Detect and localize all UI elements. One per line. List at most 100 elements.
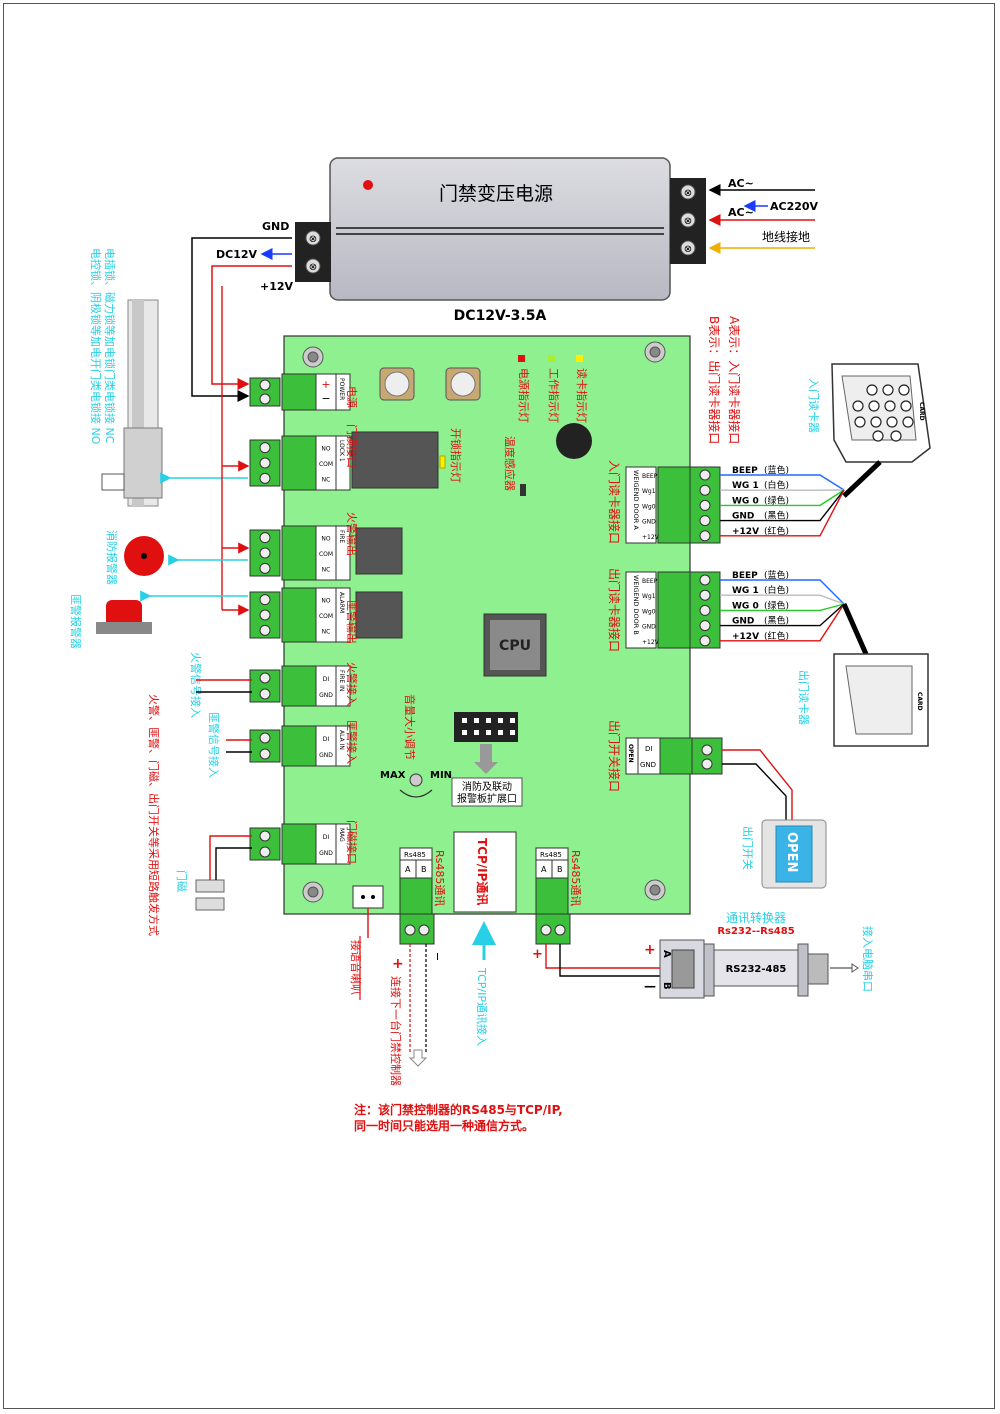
speaker-header [352, 885, 384, 909]
reader-a-pin: +12V [642, 534, 660, 541]
reader-b-pin: GND [642, 624, 656, 631]
converter-a: A [661, 950, 672, 958]
rs485-2-tag: Rs485 [540, 851, 562, 859]
power-supply: 门禁变压电源 DC12V-3.5A ⊗ ⊗ ⊗ ⊗ ⊗ [295, 157, 706, 324]
reader-a-tag: WEIGEND DOOR A [632, 470, 640, 530]
note-line-1: 注：该门禁控制器的RS485与TCP/IP, [354, 1102, 563, 1117]
fire-relay [355, 527, 403, 575]
reader-wire [720, 489, 845, 522]
rs485-2-b: B [557, 865, 563, 874]
ac2-label: AC~ [728, 206, 754, 219]
entry-card-reader: CARD [831, 363, 931, 498]
wire-color: (白色) [764, 584, 789, 596]
power-indicator-led [518, 355, 525, 362]
terminal-label: 匪警输出 [345, 600, 359, 644]
tcp-access-label: TCP/IP通讯接入 [475, 967, 488, 1046]
tcp-ip-label: TCP/IP通讯 [475, 838, 490, 905]
reader-b-pin: Wg1 [642, 593, 656, 600]
note-a: A表示：入门读卡器接口 [727, 316, 742, 444]
pin-label: DI [323, 736, 330, 743]
terminal-label: 门锁接口 [345, 424, 359, 468]
pin-label: NC [322, 628, 331, 635]
reader-wires: BEEP(蓝色)WG 1(白色)WG 0(绿色)GND(黑色)+12V(红色)B… [720, 464, 845, 642]
wire-name: WG 1 [732, 481, 759, 491]
terminal-label: 匪警接入 [345, 720, 359, 764]
pin-label: COM [319, 461, 333, 468]
rs485-1-label: Rs485通讯 [433, 850, 446, 906]
pin-label: + [321, 378, 330, 391]
work-indicator-label: 工作指示灯 [547, 368, 561, 423]
exit-button[interactable]: OPEN [761, 819, 827, 889]
converter-plus: + [644, 942, 656, 958]
terminal-tag: LOCK 1 [338, 440, 345, 462]
terminal-tag: ALA IN [338, 730, 345, 750]
pin-label: GND [319, 850, 333, 857]
note-line-2: 同一时间只能选用一种通信方式。 [354, 1118, 534, 1133]
wire-name: WG 1 [732, 586, 759, 596]
read-indicator-label: 读卡指示灯 [575, 368, 589, 423]
wire-name: +12V [732, 527, 759, 537]
reader-b-card-text: CARD [916, 692, 923, 711]
pin-label: COM [319, 551, 333, 558]
wire-color: (黑色) [764, 615, 789, 627]
exit-port-label: 出门开关接口 [607, 720, 622, 792]
terminal-tag: FIRE [338, 530, 345, 543]
next-controller-label: 连接下一台门禁控制器 [389, 976, 403, 1086]
police-alarm-device [96, 600, 152, 634]
exit-reader-label: 出门读卡器 [797, 670, 811, 725]
reader-b-port-label: 出门读卡器接口 [607, 568, 622, 652]
read-indicator-led [576, 355, 583, 362]
temp-sensor [520, 484, 526, 496]
converter-sub: Rs232--Rs485 [717, 926, 794, 937]
wire-color: (蓝色) [764, 464, 789, 476]
fire-signal-label: 火警信号接入 [189, 652, 203, 718]
reader-b-pin: BEEP [642, 578, 658, 585]
pin-label: DI [323, 676, 330, 683]
wire-color: (白色) [764, 479, 789, 491]
converter-plus-wire: + [532, 947, 543, 962]
reader-wire [720, 603, 845, 612]
pin-label: GND [319, 692, 333, 699]
wire-name: BEEP [732, 571, 758, 581]
volume-min: MIN [430, 770, 452, 781]
reader-wire [720, 579, 845, 605]
pin-label: NO [321, 536, 330, 543]
reader-a-pin: GND [642, 519, 656, 526]
entry-reader-label: 入门读卡器 [807, 378, 821, 433]
reader-b-pin: Wg0 [642, 608, 656, 615]
exit-switch-terminal [625, 737, 723, 775]
converter-minus: — [644, 979, 656, 993]
wire-color: (红色) [764, 630, 789, 642]
svg-text:⊗: ⊗ [684, 188, 692, 199]
cpu-label: CPU [499, 638, 531, 654]
terminal-tag: MAG [338, 828, 345, 842]
lock-desc-2: 电控锁、阴极锁等加电开门类电锁接 NO [89, 248, 103, 445]
pin-label: − [321, 392, 330, 405]
gnd-label: GND [262, 220, 289, 233]
svg-text:⊗: ⊗ [684, 216, 692, 227]
terminal-tag: POWER [338, 378, 345, 400]
pin-label: COM [319, 613, 333, 620]
plus12v-label: +12V [260, 280, 294, 293]
terminal-tag: ALARM [338, 592, 345, 613]
wire-color: (绿色) [764, 599, 789, 611]
reader-a-pin: BEEP [642, 473, 658, 480]
wire-color: (蓝色) [764, 569, 789, 581]
wire-name: GND [732, 617, 754, 627]
expansion-label-box [451, 777, 523, 807]
reader-a-port-label: 入门读卡器接口 [607, 460, 622, 544]
exit-pin-di: DI [645, 745, 652, 753]
volume-knob[interactable] [409, 773, 423, 787]
converter-body-text: RS232-485 [726, 964, 787, 975]
expansion-header [454, 712, 518, 742]
psu-rating: DC12V-3.5A [454, 308, 547, 324]
reader-wire [720, 594, 845, 605]
rs485-1-b: B [421, 865, 427, 874]
exit-pin-gnd: GND [640, 761, 656, 769]
